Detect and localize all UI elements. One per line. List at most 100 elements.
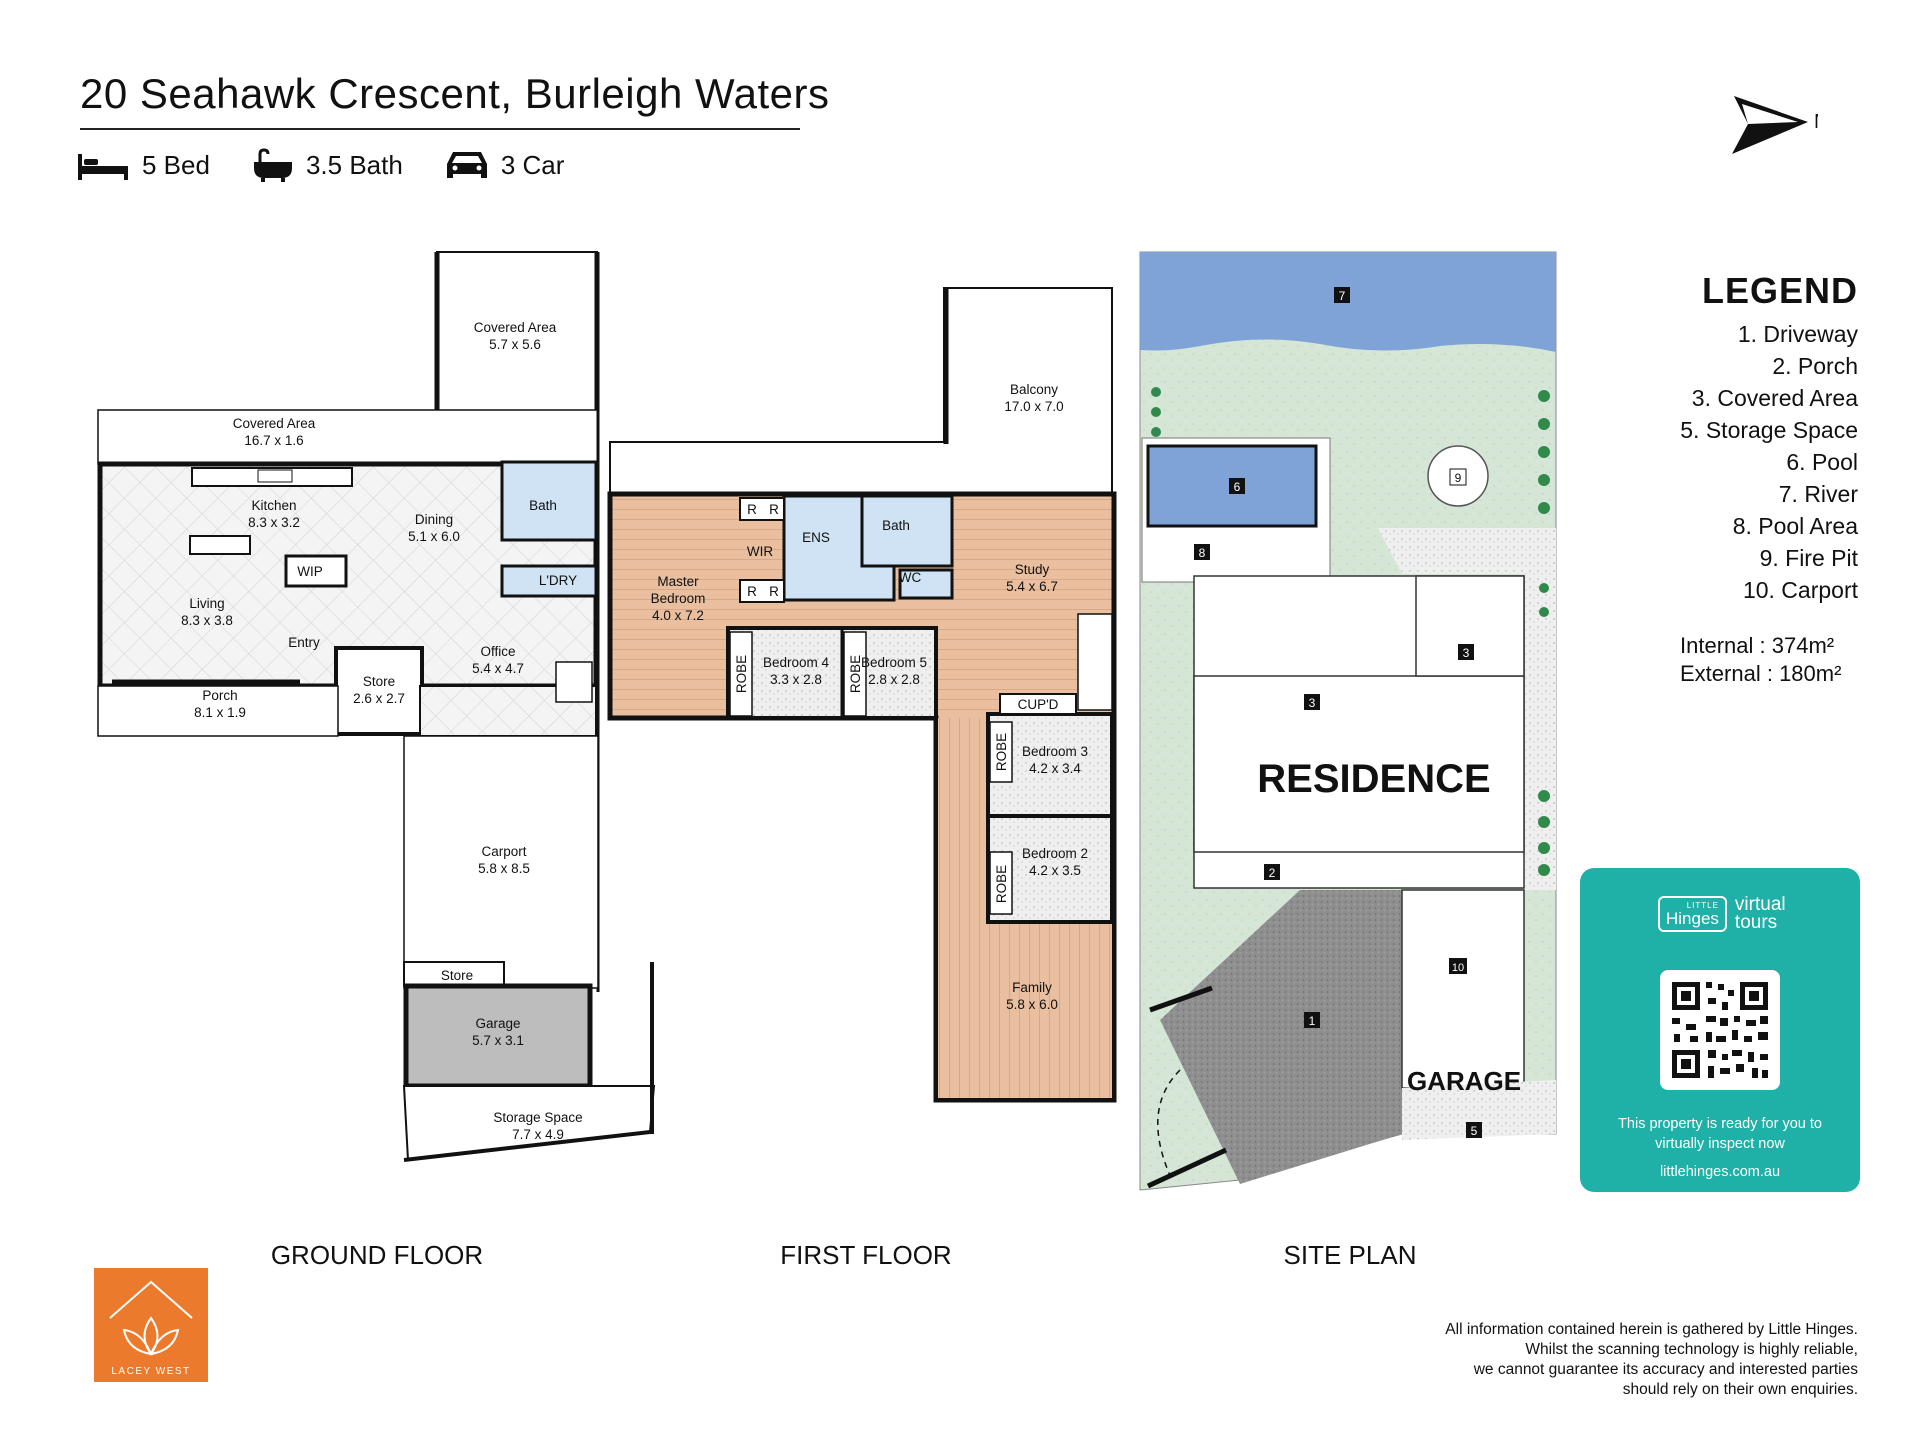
- laundry-name: L'DRY: [539, 573, 577, 588]
- wir-name: WIR: [747, 544, 773, 559]
- carport-name: Carport: [481, 844, 526, 859]
- site-markers: 7 6 9 8 3 3 2 10 1 5: [1194, 287, 1482, 1138]
- disclaimer: All information contained herein is gath…: [1338, 1320, 1858, 1400]
- robe-r-label: R: [769, 502, 779, 517]
- store-size: 2.6 x 2.7: [353, 691, 405, 706]
- bedroom3-name: Bedroom 3: [1022, 744, 1088, 759]
- baths-stat: 3.5 Bath: [252, 148, 403, 182]
- disclaimer-line: Whilst the scanning technology is highly…: [1525, 1341, 1858, 1358]
- virtual-tours-card[interactable]: LITTLE Hinges virtual tours: [1580, 868, 1860, 1192]
- agency-name: LACEY WEST: [111, 1366, 190, 1377]
- dining-name: Dining: [415, 512, 453, 527]
- bed-icon: [78, 154, 128, 180]
- site-marker: 7: [1334, 287, 1350, 303]
- dining-size: 5.1 x 6.0: [408, 529, 460, 544]
- living-name: Living: [189, 596, 224, 611]
- baths-label: 3.5 Bath: [305, 149, 403, 180]
- bedroom4-size: 3.3 x 2.8: [770, 672, 822, 687]
- internal-area-label: Internal: [1680, 633, 1754, 658]
- svg-text:10: 10: [1452, 962, 1464, 974]
- covered-area-left-size: 16.7 x 1.6: [244, 433, 303, 448]
- cupboard-name: CUP'D: [1018, 697, 1059, 712]
- porch-name: Porch: [202, 688, 237, 703]
- bedroom2-name: Bedroom 2: [1022, 846, 1088, 861]
- page-title: 20 Seahawk Crescent, Burleigh Waters: [80, 70, 830, 117]
- legend-item: 1. Driveway: [1737, 321, 1858, 347]
- area-summary: Internal : 374m² External : 180m²: [1680, 632, 1858, 688]
- beds-label: 5 Bed: [142, 149, 210, 180]
- disclaimer-line: should rely on their own enquiries.: [1622, 1381, 1858, 1398]
- svg-text:3: 3: [1463, 646, 1470, 660]
- robe-r-label: R: [747, 502, 757, 517]
- family-size: 5.8 x 6.0: [1006, 997, 1058, 1012]
- legend-item: 3. Covered Area: [1691, 385, 1858, 411]
- external-area-row: External : 180m²: [1680, 660, 1858, 688]
- first-bath-name: Bath: [882, 518, 910, 533]
- master-size: 4.0 x 7.2: [652, 608, 704, 623]
- study-size: 5.4 x 6.7: [1006, 579, 1058, 594]
- legend-item: 5. Storage Space: [1680, 417, 1858, 443]
- legend-item: 8. Pool Area: [1732, 513, 1858, 539]
- virtual-tours-url[interactable]: littlehinges.com.au: [1659, 1164, 1781, 1180]
- entry-name: Entry: [288, 635, 320, 650]
- residence-label: RESIDENCE: [1257, 757, 1490, 801]
- wip-name: WIP: [297, 564, 323, 579]
- living-size: 8.3 x 3.8: [181, 613, 233, 628]
- site-plan: 7 6 9 8 3 3 2 10 1 5 RESIDENCE GARAGE: [1139, 251, 1557, 1191]
- svg-text:2: 2: [1269, 866, 1276, 880]
- cars-stat: 3 Car: [445, 148, 564, 182]
- north-arrow-icon: N: [1732, 96, 1818, 154]
- external-area-value: : 180m²: [1766, 661, 1842, 686]
- site-marker: 8: [1194, 544, 1210, 560]
- product-line-2: tours: [1734, 912, 1778, 933]
- agency-lotus-icon: LACEY WEST: [109, 1280, 193, 1377]
- balcony-name: Balcony: [1010, 382, 1058, 397]
- store-name: Store: [363, 674, 395, 689]
- qr-code-icon[interactable]: [1660, 970, 1780, 1090]
- svg-text:9: 9: [1455, 471, 1462, 485]
- site-marker: 6: [1229, 478, 1245, 494]
- property-stats: 5 Bed 3.5 Bath 3 Car: [78, 148, 588, 182]
- first-floor-plan: Balcony 17.0 x 7.0 Master Bedroom 4.0 x …: [607, 287, 1117, 1103]
- office-name: Office: [480, 644, 515, 659]
- car-icon: [446, 152, 487, 178]
- balcony-size: 17.0 x 7.0: [1004, 399, 1063, 414]
- compass-label: N: [1814, 111, 1818, 133]
- storage-space-name: Storage Space: [493, 1110, 582, 1125]
- robe-label: ROBE: [994, 733, 1009, 771]
- site-plan-label: SITE PLAN: [1284, 1240, 1417, 1270]
- title-underline: [80, 128, 800, 130]
- site-marker: 9: [1449, 468, 1467, 486]
- ready-line-1: This property is ready for you to: [1618, 1116, 1822, 1132]
- porch-size: 8.1 x 1.9: [194, 705, 246, 720]
- site-marker: 3: [1458, 644, 1474, 660]
- site-marker: 3: [1304, 694, 1320, 710]
- svg-text:6: 6: [1234, 480, 1241, 494]
- brand-product: virtual tours: [1734, 895, 1786, 933]
- legend-item: 9. Fire Pit: [1759, 545, 1858, 571]
- legend-item: 7. River: [1778, 481, 1858, 507]
- robe-label: ROBE: [848, 655, 863, 693]
- brand-name: Hinges: [1666, 909, 1719, 928]
- bedroom5-name: Bedroom 5: [861, 655, 927, 670]
- legend-item: 10. Carport: [1742, 577, 1858, 603]
- bath-icon: [253, 148, 292, 182]
- ground-bath-name: Bath: [529, 498, 557, 513]
- wc-name: WC: [899, 570, 922, 585]
- svg-text:3: 3: [1309, 696, 1316, 710]
- carport-size: 5.8 x 8.5: [478, 861, 530, 876]
- virtual-tours-message: This property is ready for you to virtua…: [1580, 1114, 1860, 1154]
- legend-item: 2. Porch: [1772, 353, 1858, 379]
- svg-text:1: 1: [1309, 1014, 1316, 1028]
- svg-text:8: 8: [1199, 546, 1206, 560]
- family-name: Family: [1012, 980, 1052, 995]
- legend-item: 6. Pool: [1786, 449, 1858, 475]
- robe-r-label: R: [747, 584, 757, 599]
- bedroom4-name: Bedroom 4: [763, 655, 830, 670]
- storage-space-size: 7.7 x 4.9: [512, 1127, 564, 1142]
- svg-text:5: 5: [1471, 1124, 1478, 1138]
- ground-floor-plan: Covered Area 5.7 x 5.6 Covered Area 16.7…: [97, 251, 656, 1162]
- robe-r-label: R: [769, 584, 779, 599]
- site-marker: 5: [1466, 1122, 1482, 1138]
